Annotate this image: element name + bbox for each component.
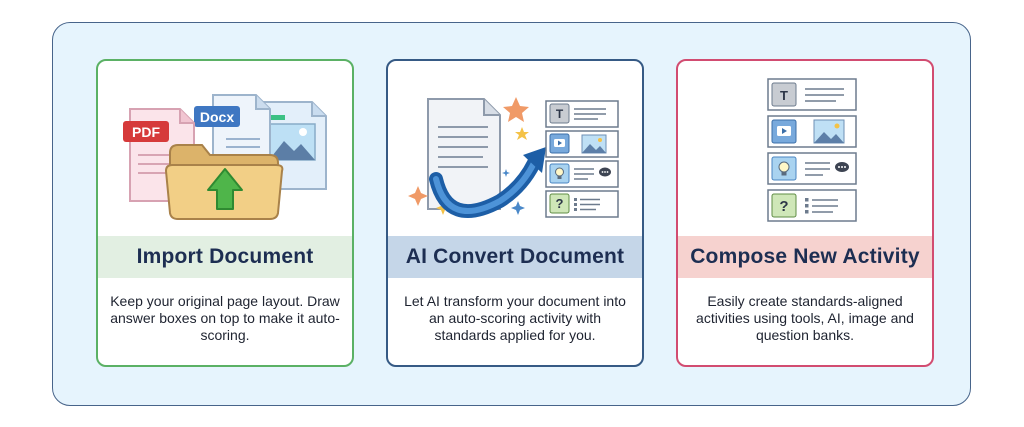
media-block-tile [545, 130, 619, 158]
compose-new-activity-description: Easily create standards-aligned activiti… [696, 293, 914, 343]
docx-badge: Docx [200, 109, 234, 125]
star-icon [515, 127, 529, 140]
compose-new-activity-card[interactable]: T ? [676, 59, 934, 367]
star-icon [503, 97, 529, 122]
pdf-badge: PDF [132, 124, 160, 140]
transform-arrow-icon [429, 147, 546, 218]
text-block-tile: T [767, 78, 857, 111]
question-block-tile: ? [545, 190, 619, 218]
idea-block-tile [767, 152, 857, 185]
question-tile-label: ? [779, 198, 788, 215]
question-block-tile: ? [767, 189, 857, 222]
upload-arrow-icon [207, 168, 243, 210]
text-tile-label: T [556, 107, 564, 121]
ai-convert-illustration: T ? [408, 97, 619, 218]
compose-activity-illustration: T ? [767, 78, 857, 222]
import-document-illustration: Docx PDF [123, 94, 327, 220]
text-tile-label: T [780, 88, 788, 103]
question-tile-label: ? [556, 196, 564, 211]
sparkle-icon [502, 169, 510, 177]
ai-convert-document-description: Let AI transform your document into an a… [404, 293, 626, 343]
source-document-icon [427, 98, 501, 210]
idea-block-tile [545, 160, 619, 188]
import-document-card[interactable]: Docx PDF Import Document Keep your origi… [96, 59, 354, 367]
sparkle-icon [408, 186, 428, 206]
text-block-tile: T [545, 100, 619, 128]
ai-convert-document-title: AI Convert Document [388, 236, 642, 278]
compose-new-activity-title: Compose New Activity [678, 236, 932, 278]
media-block-tile [767, 115, 857, 148]
ai-convert-document-card[interactable]: T ? [386, 59, 644, 367]
import-document-title: Import Document [98, 236, 352, 278]
import-document-description: Keep your original page layout. Draw ans… [110, 293, 340, 343]
sparkle-icon [511, 201, 525, 215]
